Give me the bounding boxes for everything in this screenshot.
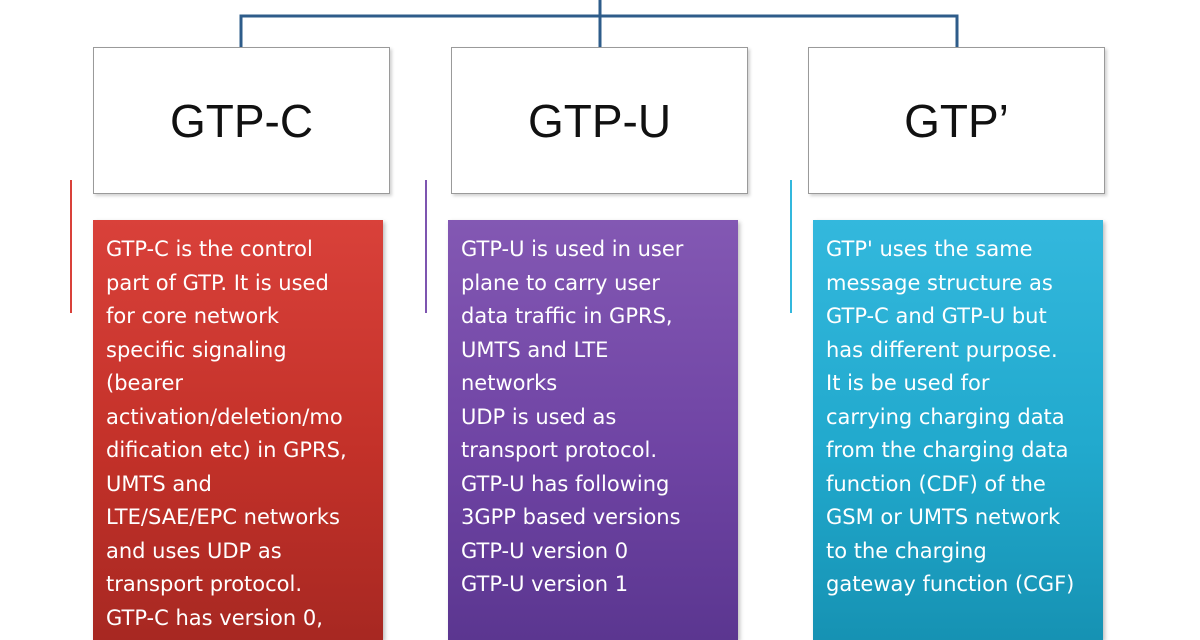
gtp-c-title: GTP-C [169,94,314,147]
connector-branch-bar [239,14,959,47]
gtp-prime-title: GTP’ [904,94,1009,147]
gtp-c-description: GTP-C is the control part of GTP. It is … [93,220,383,640]
gtp-u-description: GTP-U is used in user plane to carry use… [448,220,738,640]
gtp-c-accent-line [70,180,72,313]
gtp-u-title: GTP-U [527,94,672,147]
gtp-u-accent-line [425,180,427,313]
gtp-prime-description: GTP' uses the same message structure as … [813,220,1103,640]
gtp-prime-header: GTP’ [808,47,1105,194]
gtp-c-header: GTP-C [93,47,390,194]
gtp-prime-accent-line [790,180,792,313]
gtp-u-header: GTP-U [451,47,748,194]
